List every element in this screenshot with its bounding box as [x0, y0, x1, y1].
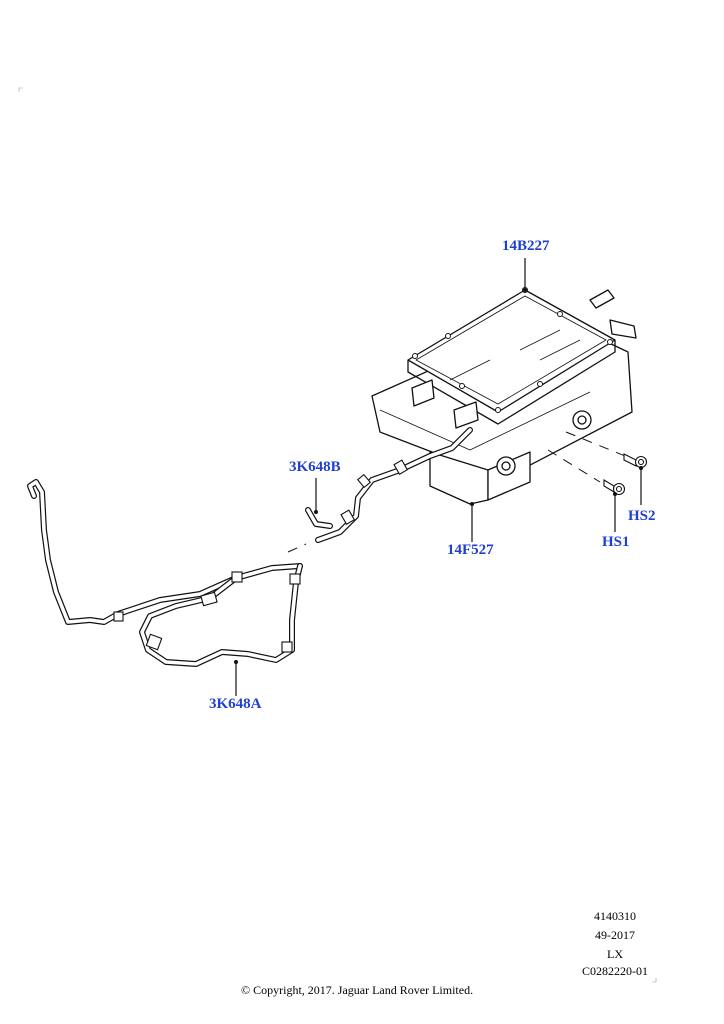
leader-dots: [234, 288, 643, 664]
callout-14f527[interactable]: 14F527: [447, 542, 494, 558]
diagram-code: C0282220-01: [582, 964, 648, 978]
coolant-pipe-3k648b: [305, 427, 473, 543]
cover-bolts: [412, 287, 613, 413]
callout-14b227[interactable]: 14B227: [502, 238, 550, 254]
diagram-date: 49-2017: [595, 928, 635, 942]
crop-mark-bottom-right: [652, 978, 657, 983]
copyright-notice: © Copyright, 2017. Jaguar Land Rover Lim…: [241, 983, 474, 997]
inverter-assembly: [371, 289, 637, 505]
diagram-number: 4140310: [594, 909, 636, 923]
pipe-clips-3k648a: [113, 571, 301, 653]
leader-lines: [235, 258, 642, 696]
callout-3k648a[interactable]: 3K648A: [209, 696, 262, 712]
pipe-clips-3k648b: [340, 459, 409, 525]
alignment-lines: [287, 431, 631, 553]
coolant-pipe-3k648a: [27, 479, 303, 667]
callout-hs1[interactable]: HS1: [602, 534, 630, 550]
callout-3k648b[interactable]: 3K648B: [289, 459, 341, 475]
crop-mark-top-left: [18, 87, 23, 92]
fastener-hs2: [623, 453, 648, 469]
diagram-model: LX: [607, 947, 623, 961]
fastener-hs1: [603, 479, 626, 496]
callout-hs2[interactable]: HS2: [628, 508, 656, 524]
